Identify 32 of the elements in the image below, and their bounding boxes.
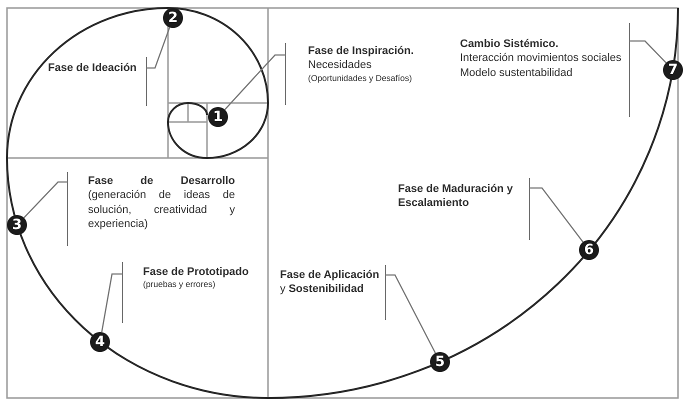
leader-line (23, 181, 67, 218)
step-number: 2 (163, 8, 183, 28)
step-number: 3 (7, 215, 27, 235)
phase-title: Fase de Prototipado (143, 265, 250, 280)
phase-title: Cambio Sistémico. (460, 37, 560, 52)
phase-description: Interacción movimientos sociales (460, 51, 622, 66)
phase-description: (pruebas y errores) (143, 279, 216, 290)
step-number: 6 (579, 240, 599, 260)
leader-line (101, 273, 122, 332)
phase-bracket (48, 57, 147, 106)
phase-description: (generación de ideas de solución, creatividad y experiencia) (88, 188, 235, 232)
phase-title: Fase de Ideación (48, 61, 138, 76)
phase-bracket (398, 178, 530, 240)
phase-bracket (67, 172, 235, 246)
phase-title: Fase de Desarrollo (88, 174, 235, 188)
leader-line (386, 274, 436, 354)
phase-bracket (280, 265, 386, 320)
phase-description: Modelo sustentabilidad (460, 66, 574, 80)
step-number: 1 (208, 107, 228, 127)
phase-title: Fase de Aplicación y Sostenibilidad (280, 268, 380, 297)
step-number: 7 (663, 60, 683, 80)
step-number: 4 (90, 332, 110, 352)
leader-line (224, 54, 285, 110)
phase-description: (Oportunidades y Desafíos) (308, 72, 413, 84)
phase-description: Necesidades (308, 58, 373, 73)
leader-line (147, 27, 170, 69)
leader-line (630, 40, 667, 64)
phase-title: Fase de Maduración y Escalamiento (398, 182, 514, 211)
leader-line (530, 187, 584, 242)
step-number: 5 (430, 352, 450, 372)
phase-bracket (460, 23, 630, 117)
phase-title: Fase de Inspiración. (308, 44, 415, 58)
